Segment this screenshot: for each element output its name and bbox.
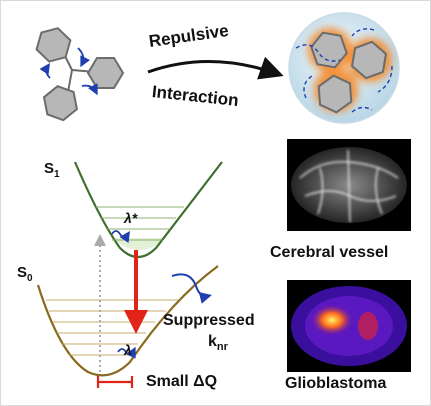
glioblastoma-caption: Glioblastoma: [285, 375, 387, 392]
relaxation-arrow-upper: [111, 230, 130, 243]
s1-label: S1: [44, 160, 60, 180]
cerebral-vessel-caption: Cerebral vessel: [270, 244, 389, 261]
relaxation-arrow-lower: [117, 346, 136, 359]
cerebral-vessel-image: [287, 139, 411, 231]
s1-vibrational-levels: [96, 206, 184, 241]
aggregate-sphere: [288, 12, 400, 124]
nonradiative-arrow: [171, 273, 212, 304]
s0-vibrational-levels: [46, 299, 178, 356]
s1-curve: [73, 161, 223, 259]
s0-curve: [36, 265, 219, 377]
lambda-star-label: λ*: [124, 210, 138, 226]
process-arrow: [147, 56, 284, 80]
lambda-label: λ: [124, 342, 132, 358]
delta-q-bar: [96, 376, 134, 388]
s0-label: S0: [17, 264, 33, 284]
knr-label: knr: [208, 333, 228, 354]
suppressed-label: Suppressed: [163, 312, 255, 329]
molecule-free: [35, 27, 125, 122]
small-delta-q-label: Small ΔQ: [146, 373, 218, 390]
glioblastoma-image: [287, 280, 411, 372]
